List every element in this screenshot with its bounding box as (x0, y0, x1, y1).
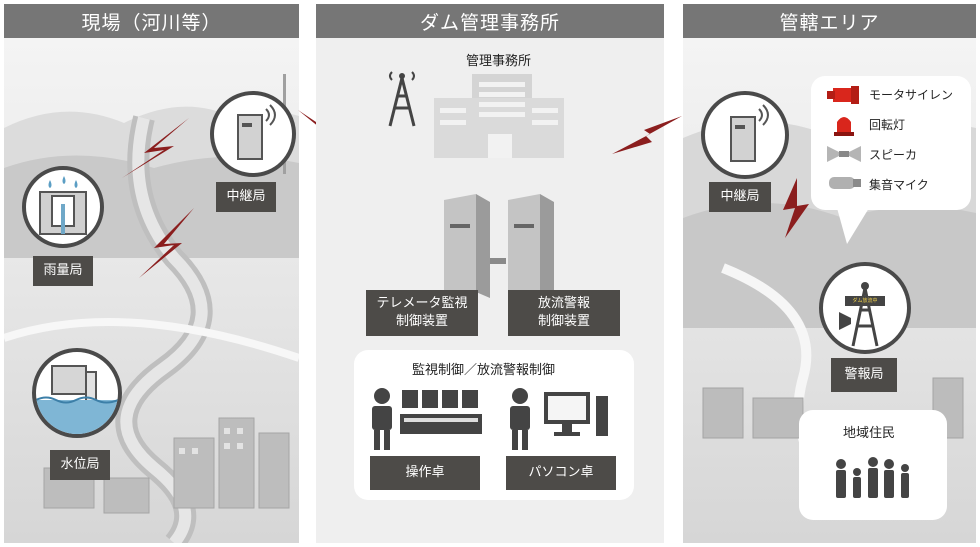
discharge-label-line2: 制御装置 (537, 314, 590, 329)
microphone-icon (829, 177, 861, 189)
residents-label: 地域住民 (843, 426, 896, 441)
panel-field: 現場（河川等） (4, 4, 299, 543)
pc-desk-icon (510, 388, 608, 450)
panel-field-title: 現場（河川等） (4, 4, 299, 38)
operations-card: 監視制御／放流警報制御 (354, 350, 634, 500)
residents-group-icon (836, 457, 909, 498)
console-label: 操作卓 (370, 456, 480, 490)
office-building-icon (434, 74, 564, 158)
lightning-bolt-icon (122, 118, 189, 178)
warning-sign-text: ダム放流中 (852, 298, 878, 304)
panel-dam-office-title: ダム管理事務所 (316, 4, 664, 38)
pc-desk-label: パソコン卓 (506, 456, 616, 490)
water-level-station-icon (32, 348, 122, 438)
operator-console-icon (372, 388, 482, 450)
motor-siren-icon (827, 86, 859, 104)
lightning-bolt-icon (612, 116, 682, 154)
rain-gauge-station-icon (22, 166, 104, 248)
antenna-tower-icon (388, 71, 416, 127)
warning-devices-card: モータサイレン 回転灯 スピーカ 集音マイク (811, 76, 971, 210)
office-building-label: 管理事務所 (466, 54, 532, 69)
jurisdiction-scene: 中継局 モータサイレン 回転灯 スピーカ (683, 38, 976, 543)
relay-station-right-icon (701, 91, 789, 179)
operations-card-title: 監視制御／放流警報制御 (412, 363, 556, 378)
warning-station-icon: ダム放流中 (819, 262, 911, 354)
residents-card: 地域住民 (799, 410, 947, 520)
rain-gauge-label: 雨量局 (33, 256, 93, 286)
relay-station-label: 中継局 (216, 182, 276, 212)
telemeter-label-line1: テレメータ監視 (376, 296, 468, 312)
panel-jurisdiction: 管轄エリア 中継局 (683, 4, 976, 543)
device-label-rotating-light: 回転灯 (869, 118, 906, 132)
device-label-microphone: 集音マイク (869, 178, 929, 192)
telemeter-label-line2: 制御装置 (395, 314, 448, 329)
rotating-light-icon (834, 117, 854, 136)
discharge-label-line1: 放流警報 (537, 296, 590, 312)
telemeter-control-label: テレメータ監視 制御装置 (366, 290, 478, 336)
water-level-label: 水位局 (50, 450, 110, 480)
device-label-motor-siren: モータサイレン (869, 88, 954, 102)
server-rack-icon (444, 194, 554, 298)
panel-jurisdiction-title: 管轄エリア (683, 4, 976, 38)
field-scene: 雨量局 水位局 中継局 (4, 38, 299, 543)
warning-station-label: 警報局 (831, 358, 897, 392)
dam-office-scene: 管理事務所 テレメータ監視 制御装置 放 (316, 38, 664, 543)
relay-station-icon (210, 91, 296, 177)
discharge-control-label: 放流警報 制御装置 (508, 290, 620, 336)
lightning-bolt-icon (783, 178, 809, 238)
device-label-speaker: スピーカ (869, 148, 918, 162)
speaker-icon (827, 146, 861, 162)
relay-station-right-label: 中継局 (709, 182, 771, 212)
device-card-tail (837, 208, 869, 244)
panel-dam-office: ダム管理事務所 管理事務所 (316, 4, 664, 543)
